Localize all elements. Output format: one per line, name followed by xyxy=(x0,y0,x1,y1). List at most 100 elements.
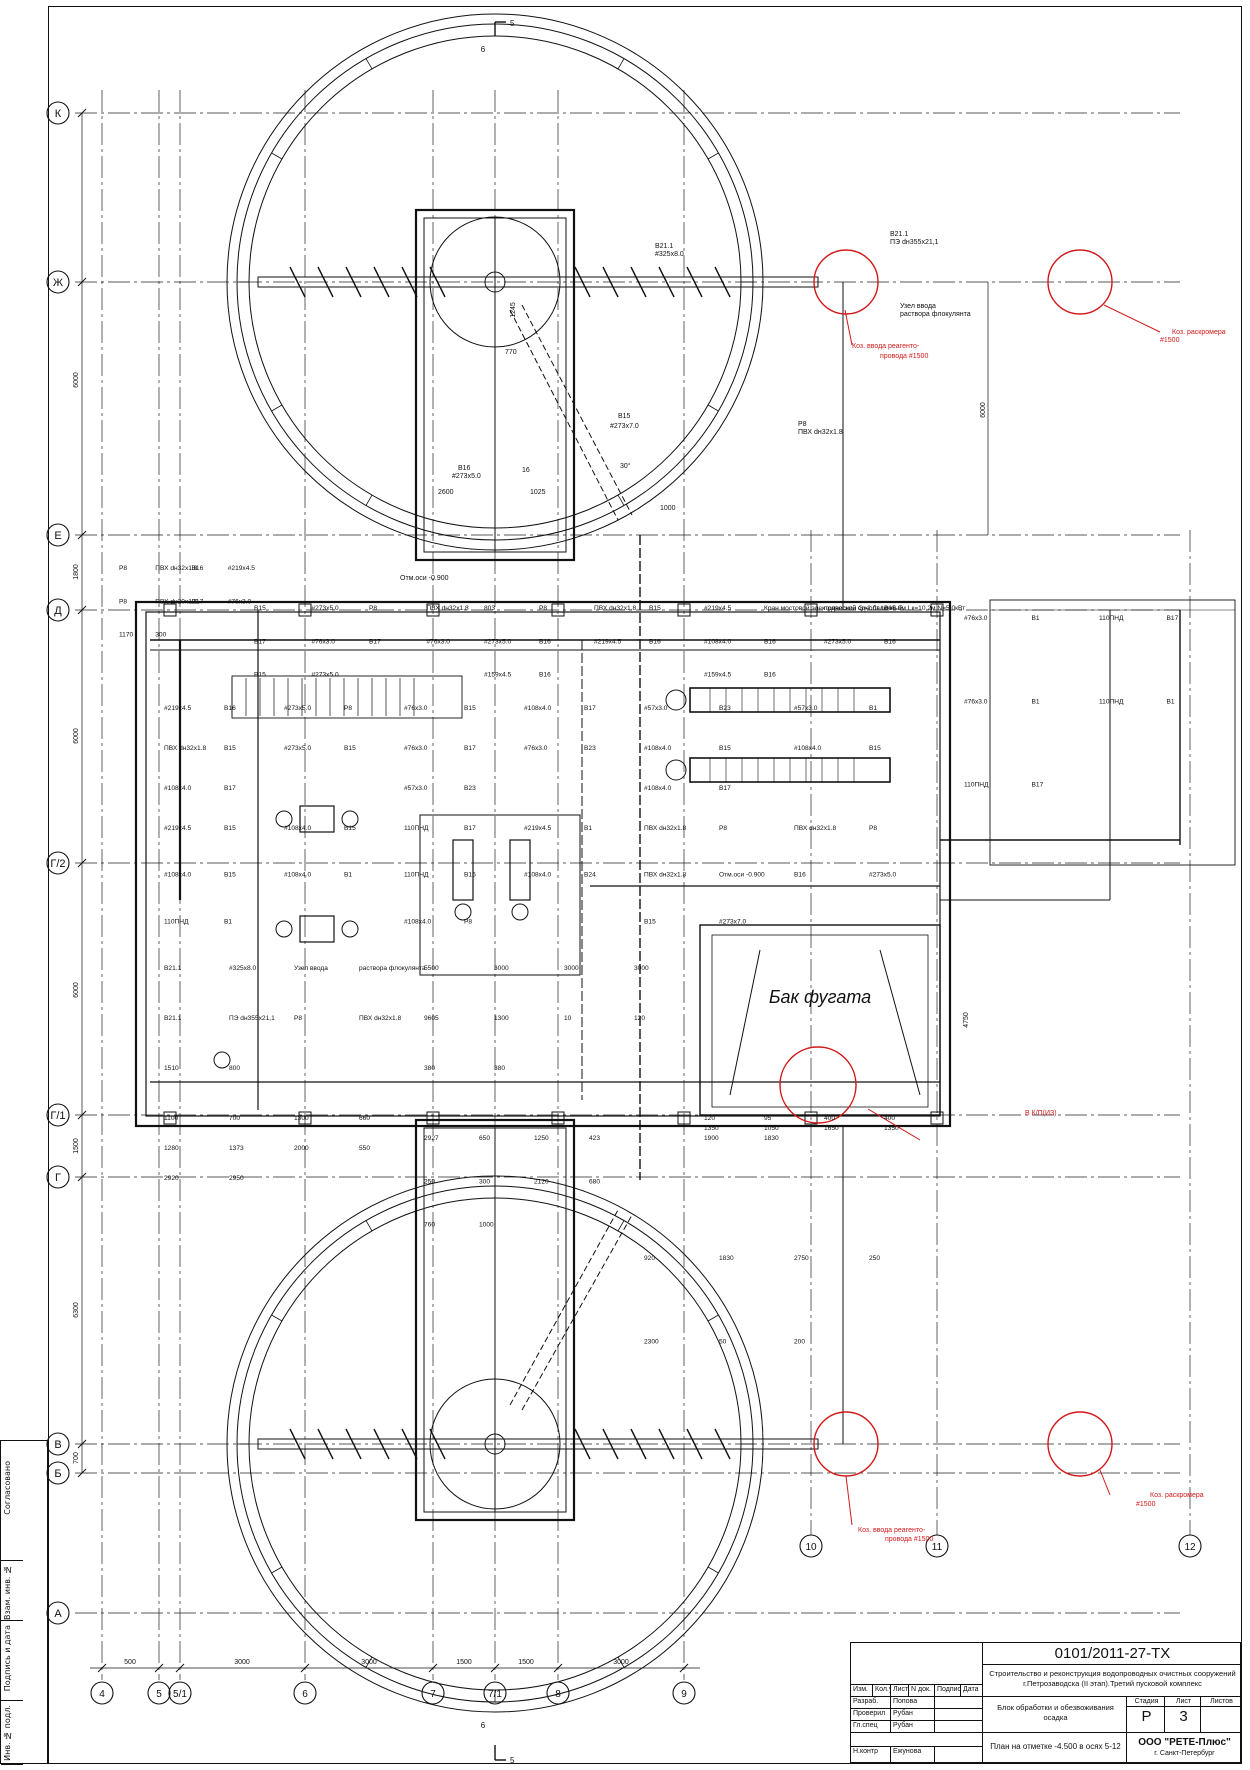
axis-bubble xyxy=(799,1534,823,1558)
plan-label: 1300 xyxy=(494,1015,509,1022)
plan-label: #76x3.0 xyxy=(427,638,451,645)
callout-text: Коз. ввода реагенто- xyxy=(858,1527,926,1534)
plan-label: 110ПНД xyxy=(404,825,429,832)
plan-label: Отм.оси -0.900 xyxy=(719,872,765,879)
col-head: Подпись xyxy=(935,1685,961,1697)
scraper-blade xyxy=(429,1428,446,1460)
axis-label: Д xyxy=(54,605,62,617)
plan-label: #325x8.0 xyxy=(229,965,256,972)
callout-text: В К/П(ИЗ) xyxy=(1025,1110,1057,1117)
plan-label: Р8 xyxy=(369,605,377,612)
plan-label: В17 xyxy=(254,638,266,645)
plan-label: ПВХ dн32x1.8 xyxy=(794,825,837,832)
callout-text: Коз. раскромера xyxy=(1150,1492,1204,1499)
tank-slope xyxy=(879,949,921,1096)
plan-label: #76x3.0 xyxy=(404,705,428,712)
stair xyxy=(231,675,463,719)
replace-inv-label: Взам. инв. № xyxy=(3,1565,12,1620)
scraper-blade xyxy=(289,1428,306,1460)
plan-label: В15 xyxy=(869,745,881,752)
sign-cell xyxy=(935,1747,983,1763)
sign-cell xyxy=(935,1721,983,1733)
axis-label: А xyxy=(54,1608,62,1620)
pipe-label: 1000 xyxy=(660,505,676,512)
plan-label: ПВХ dн32x1.8 xyxy=(644,825,687,832)
column xyxy=(677,603,691,617)
axis-label: Г/1 xyxy=(50,1110,65,1122)
plan-label: #219x4.5 xyxy=(704,605,731,612)
plan-label: #108x4.0 xyxy=(794,745,821,752)
dim-tick xyxy=(77,108,87,118)
plan-label: Р8 xyxy=(869,825,877,832)
plan-label: В15 xyxy=(344,825,356,832)
callout-text: Коз. раскромера xyxy=(1172,329,1226,336)
dim-text: 1800 xyxy=(73,564,80,580)
column xyxy=(163,603,177,617)
callout-text: #1500 xyxy=(1136,1501,1156,1508)
plan-label: #159x4.5 xyxy=(704,672,731,679)
ring-tick xyxy=(707,1566,719,1574)
pipe-label: 2600 xyxy=(438,489,454,496)
plan-label: #219x4.5 xyxy=(164,825,191,832)
plan-label: В23 xyxy=(464,785,476,792)
axis-bubble xyxy=(46,1165,70,1189)
section-label: 5 xyxy=(510,1756,515,1765)
column xyxy=(426,1111,440,1125)
sheet-head: Лист xyxy=(1165,1697,1201,1707)
ring-tick xyxy=(617,494,625,506)
plan-label: 110ПНД xyxy=(1099,698,1124,705)
approval-label: Согласовано xyxy=(3,1461,12,1515)
plan-label: #159x4.5 xyxy=(484,672,511,679)
plan-label: В23 xyxy=(584,745,596,752)
axis-grid xyxy=(46,90,1202,1705)
callout-text: провода #1500 xyxy=(885,1536,933,1543)
plan-label: Узел ввода xyxy=(294,965,328,972)
axis-label: 6 xyxy=(302,1689,308,1700)
plan-label: 300 xyxy=(155,632,166,639)
plan-label: 120 xyxy=(704,1115,715,1122)
ring-tick xyxy=(271,152,283,160)
callout-leader xyxy=(1099,1469,1111,1496)
scraper-blade xyxy=(714,266,731,298)
plan-label: #108x4.0 xyxy=(524,705,551,712)
scraper-arm xyxy=(257,276,819,288)
pipe-label: В16 xyxy=(458,465,471,472)
dim-text: 4750 xyxy=(963,1012,970,1028)
valve xyxy=(341,810,359,828)
plan-label: В17 xyxy=(464,745,476,752)
plan-label: #108x4.0 xyxy=(164,872,191,879)
dim-text: 6000 xyxy=(73,372,80,388)
plan-label: #108x4.0 xyxy=(524,872,551,879)
pipe-label: раствора флокулянта xyxy=(900,311,971,318)
valve xyxy=(275,810,293,828)
project-name: Строительство и реконструкция водопровод… xyxy=(983,1665,1241,1697)
ring-tick xyxy=(617,58,625,70)
plan-label: В1 xyxy=(869,705,877,712)
valve xyxy=(213,1051,231,1069)
plan-label: ПВХ dн32x1.8 xyxy=(155,565,198,572)
plan-label: ПВХ dн32x1.8 xyxy=(594,605,637,612)
scraper-blade xyxy=(602,1428,619,1460)
axis-bubble xyxy=(168,1681,192,1705)
plan-label: раствора флокулянта xyxy=(359,965,426,972)
approval-strip: Согласовано Взам. инв. № Подпись и дата … xyxy=(0,1440,48,1765)
plan-label: 1280 xyxy=(164,1145,179,1152)
plan-label: В17 xyxy=(224,785,236,792)
plan-label: В15 xyxy=(464,872,476,879)
plan-label: #273x5.0 xyxy=(824,638,851,645)
plan-label: ПВХ dн32x1.8 xyxy=(427,605,470,612)
axis-label: 4 xyxy=(99,1689,105,1700)
ring-tick xyxy=(271,404,283,412)
revision-grid xyxy=(851,1643,983,1685)
inv-label: Инв. № подл. xyxy=(3,1705,12,1761)
plan-label: В17 xyxy=(584,705,596,712)
axis-label: 12 xyxy=(1184,1542,1196,1553)
plan-label: В15 xyxy=(224,872,236,879)
scraper-blade xyxy=(630,266,647,298)
valve xyxy=(341,920,359,938)
dim-tick xyxy=(97,1663,107,1673)
dim-tick xyxy=(77,858,87,868)
building-structure xyxy=(134,13,1236,1761)
plan-label: #57x3.0 xyxy=(794,705,818,712)
dim-tick xyxy=(77,1468,87,1478)
